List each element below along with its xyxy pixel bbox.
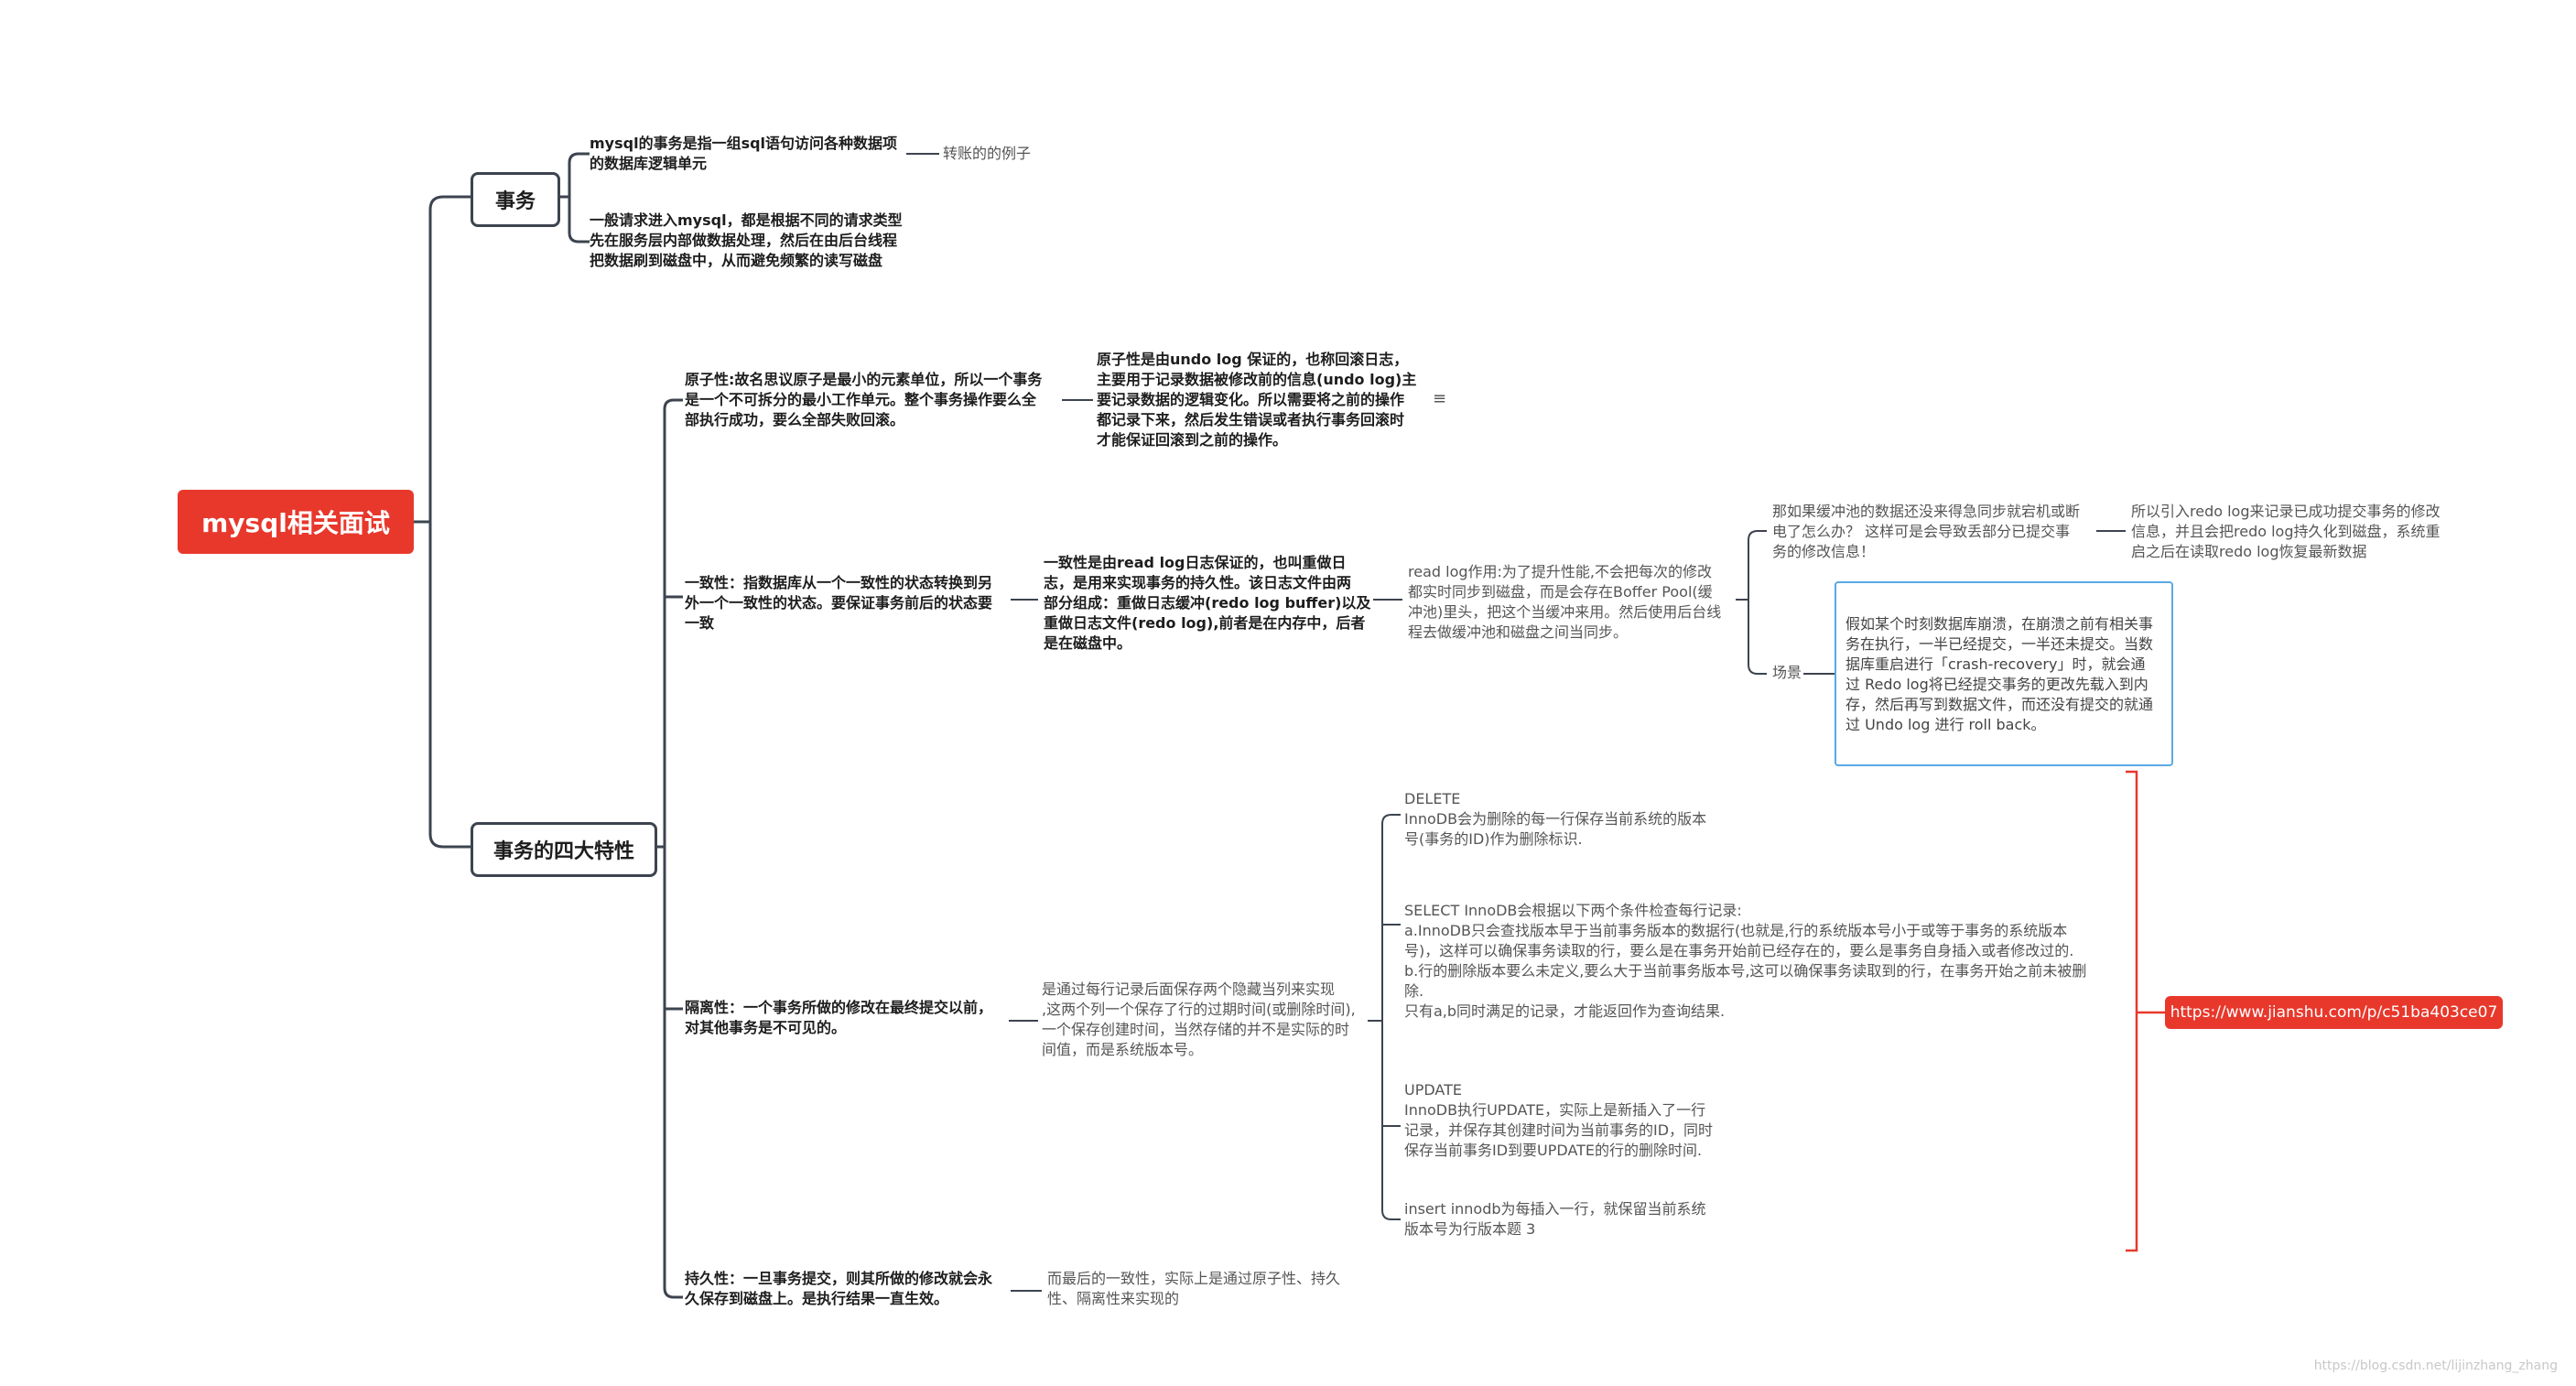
read-log-purpose[interactable]: read log作用:为了提升性能,不会把每次的修改 都实时同步到磁盘，而是会存… — [1408, 563, 1722, 641]
redo-log-reason[interactable]: 所以引入redo log来记录已成功提交事务的修改 信息，并且会把redo lo… — [2131, 503, 2441, 560]
transaction-definition[interactable]: mysql的事务是指一组sql语句访问各种数据项 的数据库逻辑单元 — [590, 135, 898, 172]
transaction-process[interactable]: 一般请求进入mysql，都是根据不同的请求类型 先在服务层内部做数据处理，然后在… — [590, 211, 903, 269]
mvcc-insert[interactable]: insert innodb为每插入一行，就保留当前系统 版本号为行版本题 3 — [1404, 1200, 1706, 1238]
atomicity-undo-log[interactable]: 原子性是由undo log 保证的，也称回滚日志， 主要用于记录数据被修改前的信… — [1097, 351, 1417, 449]
branch-four-properties[interactable]: 事务的四大特性 — [471, 822, 657, 877]
mvcc-update[interactable]: UPDATE InnoDB执行UPDATE，实际上是新插入了一行 记录，并保存其… — [1404, 1081, 1714, 1159]
watermark: https://blog.csdn.net/lijinzhang_zhang — [2313, 1359, 2558, 1373]
scene-label[interactable]: 场景 — [1772, 664, 1802, 681]
transaction-example[interactable]: 转账的的例子 — [943, 145, 1032, 162]
note-icon[interactable]: ≡ — [1433, 389, 1447, 408]
mvcc-select[interactable]: SELECT InnoDB会根据以下两个条件检查每行记录: a.InnoDB只会… — [1404, 902, 2087, 1020]
power-off-question[interactable]: 那如果缓冲池的数据还没来得急同步就宕机或断 电了怎么办？ 这样可是会导致丢部分已… — [1772, 503, 2081, 560]
consistency-topic[interactable]: 一致性：指数据库从一个一致性的状态转换到另 外一个一致性的状态。要保证事务前后的… — [685, 574, 993, 632]
atomicity-topic[interactable]: 原子性:故名思议原子是最小的元素单位，所以一个事务 是一个不可拆分的最小工作单元… — [685, 371, 1043, 428]
durability-topic[interactable]: 持久性：一旦事务提交，则其所做的修改就会永 久保存到磁盘上。是执行结果一直生效。 — [685, 1270, 993, 1307]
root-topic[interactable]: mysql相关面试 — [178, 490, 414, 554]
consistency-redo-log[interactable]: 一致性是由read log日志保证的，也叫重做日 志，是用来实现事务的持久性。该… — [1044, 554, 1371, 652]
mvcc-delete[interactable]: DELETE InnoDB会为删除的每一行保存当前系统的版本 号(事务的ID)作… — [1404, 790, 1707, 848]
branch-transaction[interactable]: 事务 — [471, 172, 560, 227]
crash-recovery-scene[interactable]: 假如某个时刻数据库崩溃，在崩溃之前有相关事 务在执行，一半已经提交，一半还未提交… — [1835, 581, 2173, 766]
isolation-topic[interactable]: 隔离性：一个事务所做的修改在最终提交以前， 对其他事务是不可见的。 — [685, 999, 993, 1036]
reference-link[interactable]: https://www.jianshu.com/p/c51ba403ce07 — [2165, 996, 2503, 1029]
durability-detail[interactable]: 而最后的一致性，实际上是通过原子性、持久 性、隔离性来实现的 — [1047, 1270, 1341, 1307]
isolation-mvcc[interactable]: 是通过每行记录后面保存两个隐藏当列来实现 ,这两个列一个保存了行的过期时间(或删… — [1042, 980, 1356, 1058]
